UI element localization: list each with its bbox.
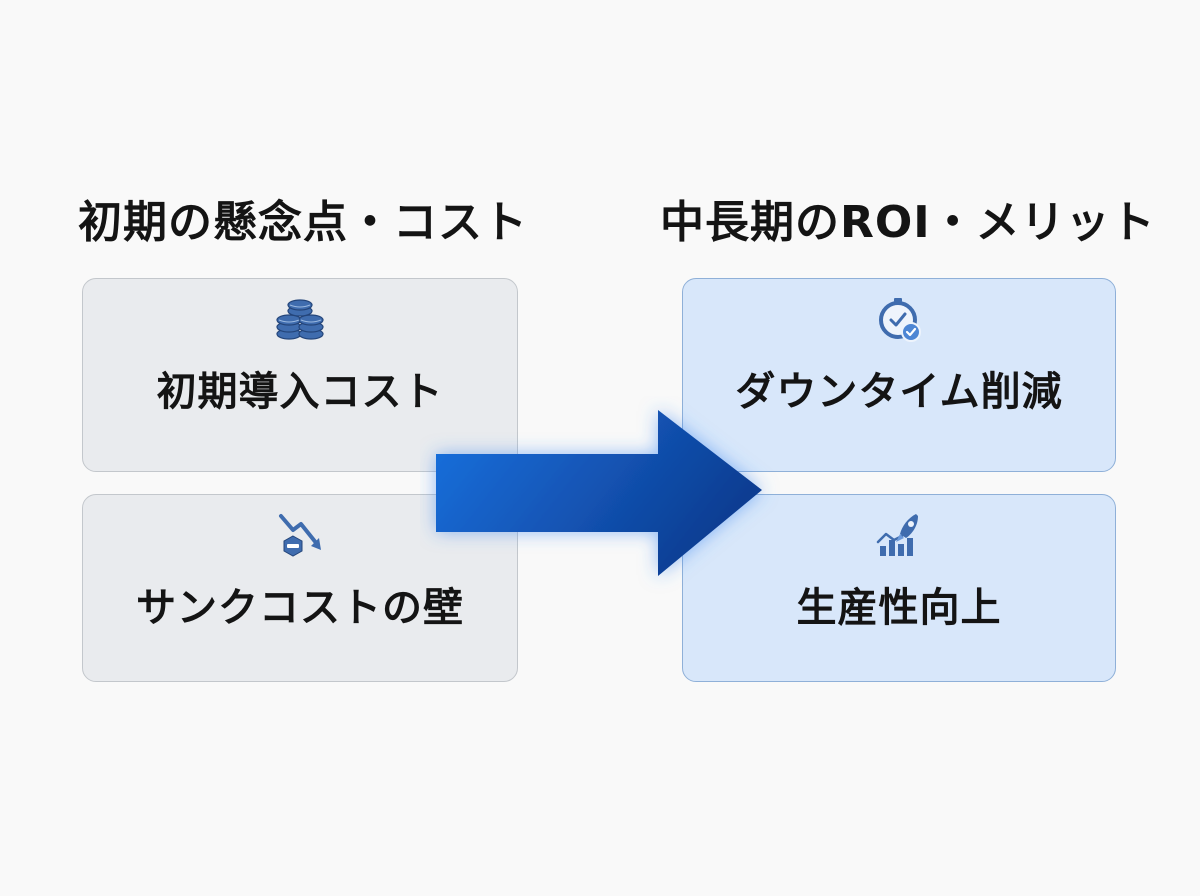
declining-trend-icon bbox=[273, 511, 327, 561]
sunk-cost-card: サンクコストの壁 bbox=[82, 494, 518, 682]
productivity-card: 生産性向上 bbox=[682, 494, 1116, 682]
initial-cost-label: 初期導入コスト bbox=[156, 369, 444, 415]
cost-section-heading: 初期の懸念点・コスト bbox=[78, 197, 528, 248]
clock-check-icon bbox=[872, 295, 926, 345]
initial-cost-card: 初期導入コスト bbox=[82, 278, 518, 472]
benefit-section-heading: 中長期のROI・メリット bbox=[660, 197, 1156, 248]
downtime-reduction-card: ダウンタイム削減 bbox=[682, 278, 1116, 472]
rocket-growth-chart-icon bbox=[872, 511, 926, 561]
productivity-label: 生産性向上 bbox=[796, 585, 1002, 631]
coin-stack-icon bbox=[273, 295, 327, 345]
downtime-reduction-label: ダウンタイム削減 bbox=[735, 369, 1063, 415]
sunk-cost-label: サンクコストの壁 bbox=[136, 585, 464, 631]
